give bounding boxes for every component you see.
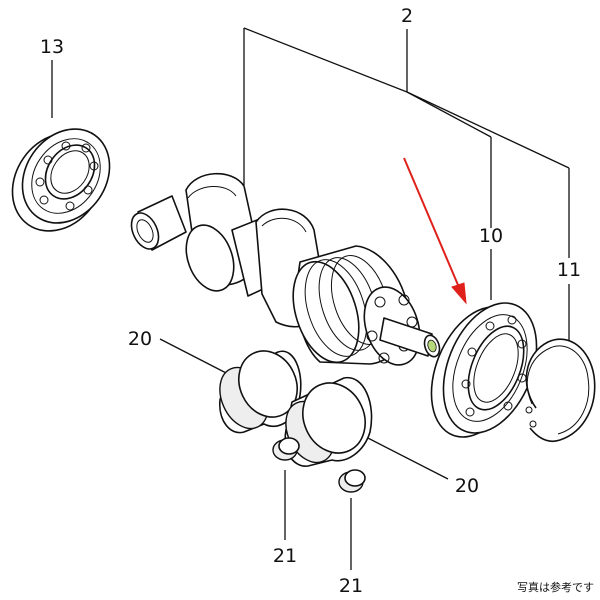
pin-part-21-left <box>272 437 300 461</box>
roller-part-20-lower <box>284 376 373 467</box>
callout-2: 2 <box>401 5 413 27</box>
callout-13: 13 <box>40 36 64 58</box>
callout-21-right: 21 <box>339 575 363 597</box>
callout-10: 10 <box>479 225 503 247</box>
bearing-part-10 <box>430 302 538 438</box>
callout-11: 11 <box>557 259 581 281</box>
red-indicator-arrow <box>403 157 467 305</box>
callout-20-lower: 20 <box>455 475 479 497</box>
callout-21-left: 21 <box>273 545 297 567</box>
pin-part-21-right <box>338 469 366 493</box>
bearing-part-13 <box>11 128 111 232</box>
callout-20-upper: 20 <box>128 328 152 350</box>
snap-ring-part-11 <box>525 338 596 443</box>
crankshaft-part-2 <box>130 172 441 366</box>
leader-lines <box>51 27 570 570</box>
roller-part-20-upper <box>219 350 302 434</box>
shaft-end-highlight <box>427 339 437 353</box>
reference-note: 写真は参考です <box>517 580 594 594</box>
